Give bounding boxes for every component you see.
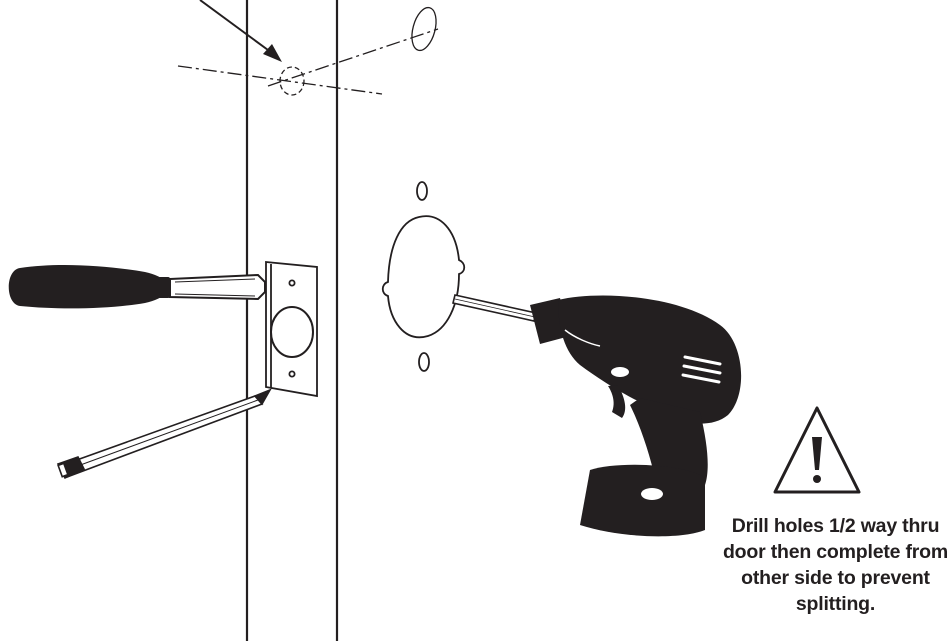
door-edge bbox=[245, 0, 339, 641]
center-mark bbox=[177, 6, 439, 96]
pointer-arrow bbox=[199, 0, 282, 62]
power-drill-icon bbox=[530, 295, 742, 537]
drill-bit bbox=[452, 294, 537, 322]
chisel-icon bbox=[8, 265, 266, 309]
warning-line-3: other side to prevent bbox=[741, 567, 930, 589]
latch-plate bbox=[265, 261, 318, 398]
warning-line-2: door then complete from bbox=[722, 541, 949, 563]
warning-line-4: splitting. bbox=[795, 593, 876, 615]
warning-note: Drill holes 1/2 way thru door then compl… bbox=[720, 513, 951, 617]
pencil-icon bbox=[56, 388, 272, 480]
warning-line-1: Drill holes 1/2 way thru bbox=[731, 515, 940, 537]
template-hole bbox=[381, 181, 466, 372]
warning-triangle-icon bbox=[773, 406, 861, 494]
